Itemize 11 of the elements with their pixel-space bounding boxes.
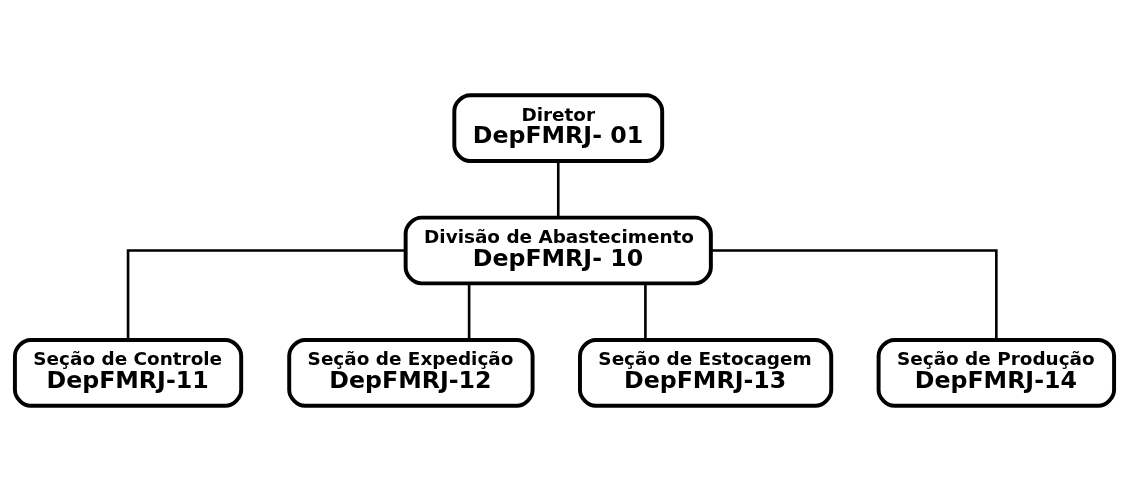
connector <box>711 248 998 339</box>
connector <box>644 283 647 340</box>
node-box: Seção de Produção DepFMRJ-14 <box>876 337 1117 408</box>
node-box: Seção de Expedição DepFMRJ-12 <box>287 337 535 408</box>
connector <box>126 248 406 339</box>
node-box: Seção de Estocagem DepFMRJ-13 <box>578 337 834 408</box>
connector <box>467 283 471 340</box>
node-box: Seção de Controle DepFMRJ-11 <box>12 337 244 408</box>
node-box: Divisão de Abastecimento DepFMRJ- 10 <box>403 215 713 285</box>
node-box: Diretor DepFMRJ- 01 <box>452 92 665 163</box>
connector <box>556 161 560 218</box>
